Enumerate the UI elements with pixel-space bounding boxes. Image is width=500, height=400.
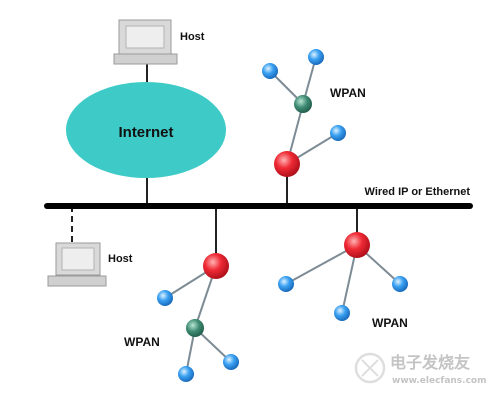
host-bottom-computer-icon bbox=[47, 242, 107, 287]
wpan-top-router-node bbox=[274, 151, 300, 177]
wpan-bottom-right-device-node-3 bbox=[392, 276, 408, 292]
wpan-bottom-left-device-node-2 bbox=[178, 366, 194, 382]
wpan-top-device-node-2 bbox=[308, 49, 324, 65]
watermark-url: www.elecfans.com bbox=[392, 376, 486, 386]
host-top-computer-icon bbox=[113, 19, 178, 65]
wpan-top-device-node-3 bbox=[330, 125, 346, 141]
wpan-top-device-node-1 bbox=[262, 63, 278, 79]
wpan-bottom-left-device-node-3 bbox=[223, 354, 239, 370]
wpan-bottom-left-device-node-1 bbox=[157, 290, 173, 306]
wpan-bottom-right-label: WPAN bbox=[372, 316, 408, 330]
watermark-brand: 电子发烧友 bbox=[390, 353, 471, 372]
elecfans-logo-icon bbox=[354, 352, 386, 384]
link-wpan-br-router-dev1 bbox=[285, 244, 358, 285]
internet-cloud bbox=[66, 82, 226, 178]
host-top-label: Host bbox=[180, 31, 205, 43]
wpan-bottom-left-coordinator-node bbox=[186, 319, 204, 337]
host-bottom-label: Host bbox=[108, 253, 133, 265]
wpan-bottom-right-device-node-2 bbox=[334, 305, 350, 321]
wpan-top-label: WPAN bbox=[330, 86, 366, 100]
wpan-bottom-right-device-node-1 bbox=[278, 276, 294, 292]
wired-ethernet-label: Wired IP or Ethernet bbox=[365, 186, 471, 198]
wpan-top-coordinator-node bbox=[294, 95, 312, 113]
wpan-bottom-right-router-node bbox=[344, 232, 370, 258]
wpan-bottom-left-label: WPAN bbox=[124, 335, 160, 349]
internet-label: Internet bbox=[118, 124, 173, 141]
wpan-bottom-left-router-node bbox=[203, 253, 229, 279]
